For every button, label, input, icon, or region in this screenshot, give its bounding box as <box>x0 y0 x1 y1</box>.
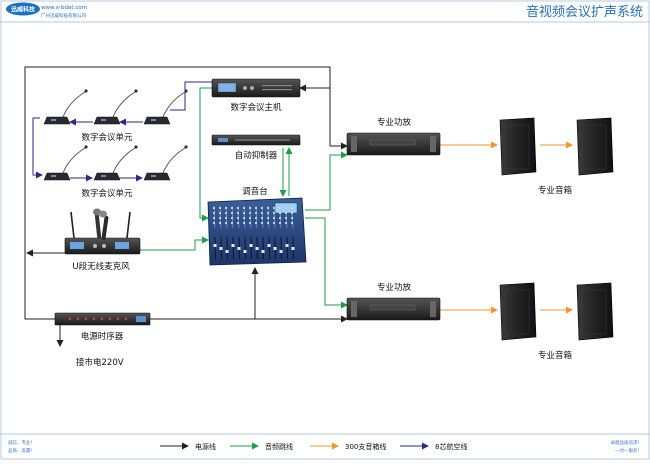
footer-right-line1: 卓越品质追求！ <box>611 439 643 446</box>
mic-label: U段无线麦克风 <box>72 261 130 272</box>
mixer-label: 调音台 <box>242 186 268 197</box>
power-lines <box>24 66 348 347</box>
conference-unit-icon <box>93 89 138 125</box>
speaker-icon <box>576 282 614 341</box>
conference-units <box>43 89 188 181</box>
unit2-label: 数字会议单元 <box>81 188 133 199</box>
logo-url: www.x-bdat.com <box>41 5 87 11</box>
amp2-label: 专业功放 <box>377 282 412 293</box>
suppressor-device <box>211 134 301 146</box>
sequencer-label: 电源时序器 <box>81 331 124 342</box>
conference-unit-icon <box>93 145 138 181</box>
legend-label-audio: 音频跳线 <box>265 442 293 451</box>
speaker-icon <box>499 117 537 176</box>
conference-host-device <box>211 78 301 98</box>
speaker-icon <box>499 282 537 341</box>
host-label: 数字会议主机 <box>230 102 282 113</box>
conference-unit-icon <box>43 145 88 181</box>
logo-text: 迅威科技 <box>11 6 36 14</box>
wireless-mic-device <box>64 208 141 255</box>
speaker1-label: 专业音箱 <box>538 185 573 196</box>
legend-item-power: 电源线 <box>160 442 216 451</box>
legend-item-aviation: 8芯航空线 <box>400 442 467 451</box>
legend: 电源线 音频跳线 300支音箱线 8芯航空线 <box>160 442 467 451</box>
amplifier-2-device <box>346 297 441 321</box>
legend-item-speaker: 300支音箱线 <box>310 442 386 451</box>
power-sequencer-device <box>54 312 151 326</box>
legend-label-aviation: 8芯航空线 <box>435 442 467 451</box>
conference-unit-icon <box>43 89 88 125</box>
page-title: 音视频会议扩声系统 <box>526 4 643 20</box>
legend-label-power: 电源线 <box>195 442 216 451</box>
audio-lines <box>140 87 348 309</box>
company-logo: 迅威科技 <box>6 2 40 16</box>
logo-company: 广州迅威科技有限公司 <box>41 12 86 19</box>
legend-label-speaker: 300支音箱线 <box>345 442 386 451</box>
suppressor-label: 自动抑制器 <box>235 150 278 161</box>
amplifier-1-device <box>346 132 441 156</box>
conference-unit-icon <box>143 145 188 181</box>
conference-unit-icon <box>143 89 188 125</box>
mains-label: 接市电220V <box>76 357 124 368</box>
footer-left-line2: 品质、高赢！ <box>8 447 35 454</box>
speakers <box>499 117 614 341</box>
unit1-label: 数字会议单元 <box>81 132 133 143</box>
speaker-icon <box>576 117 614 176</box>
footer-right-line2: 一对一服务！ <box>615 447 642 454</box>
speaker2-label: 专业音箱 <box>538 350 573 361</box>
mixer-device <box>207 197 307 266</box>
footer-left-line1: 诚信、专业！ <box>8 439 35 446</box>
speaker-lines <box>440 141 573 314</box>
aviation-lines <box>32 81 212 182</box>
amp1-label: 专业功放 <box>377 117 412 128</box>
legend-item-audio: 音频跳线 <box>230 442 293 451</box>
